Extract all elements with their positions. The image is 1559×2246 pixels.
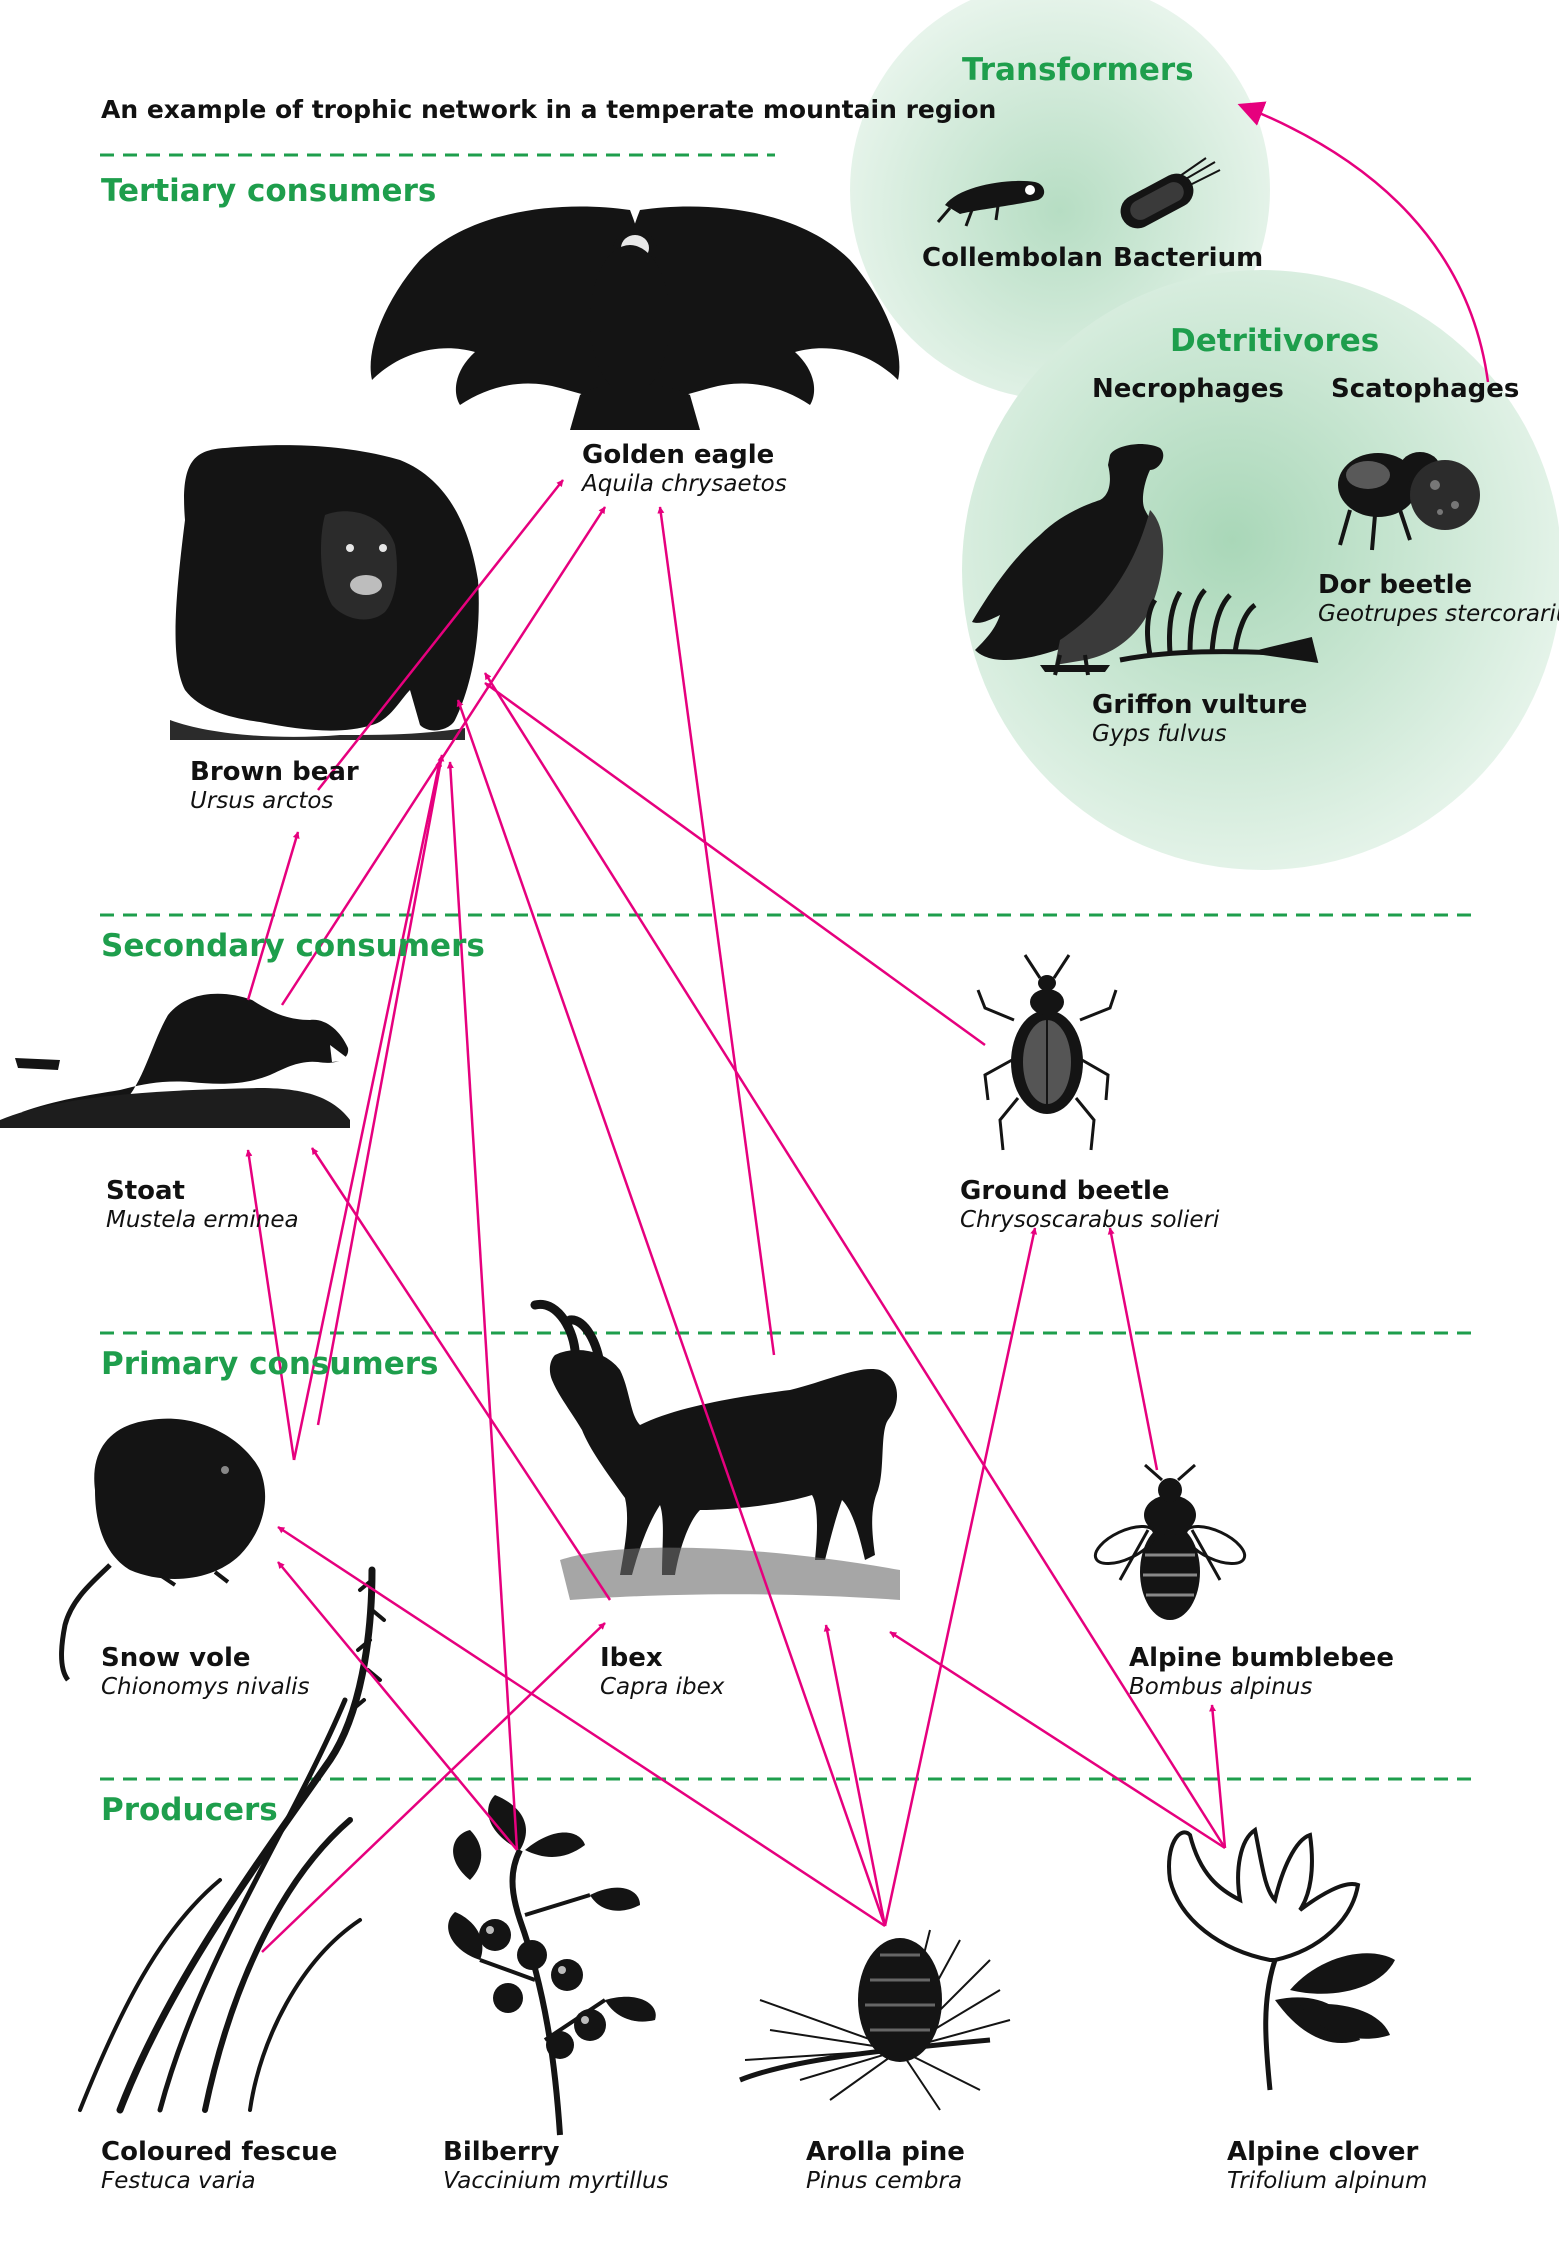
page-title: An example of trophic network in a tempe… [101,95,996,124]
arrow-bilberry-to-bear [450,762,517,1850]
arrow-ibex-to-eagle [660,507,774,1355]
species-sci-name: Chrysoscarabus solieri [960,1206,1219,1234]
species-name: Alpine clover [1227,2137,1427,2167]
species-name: Stoat [106,1176,299,1206]
species-sci-name: Ursus arctos [190,787,359,815]
species-sci-name: Pinus cembra [806,2167,965,2195]
ibex-label: Ibex Capra ibex [600,1643,724,1701]
species-sci-name: Trifolium alpinum [1227,2167,1427,2195]
golden-eagle-label: Golden eagle Aquila chrysaetos [582,440,787,498]
species-sci-name: Capra ibex [600,1673,724,1701]
clover-icon [1169,1830,1395,2090]
species-name: Snow vole [101,1643,310,1673]
snow-vole-label: Snow vole Chionomys nivalis [101,1643,310,1701]
species-name: Bilberry [443,2137,669,2167]
arrow-bumblebee-to-ground-beetle [1110,1228,1157,1470]
level-label-primary: Primary consumers [101,1346,438,1382]
stoat-label: Stoat Mustela erminea [106,1176,299,1234]
arrow-pine-to-bear [458,700,885,1926]
bilberry-icon [448,1795,656,2135]
necrophages-label: Necrophages [1092,374,1284,404]
species-sci-name: Gyps fulvus [1092,720,1307,748]
level-label-producers: Producers [101,1792,278,1828]
ground-beetle-icon [978,955,1116,1150]
level-label-secondary: Secondary consumers [101,928,485,964]
ibex-icon [535,1304,900,1600]
arrow-pine-to-ibex [826,1625,885,1926]
species-name: Ground beetle [960,1176,1219,1206]
arolla-pine-label: Arolla pine Pinus cembra [806,2137,965,2195]
transformers-title: Transformers [962,52,1194,88]
dor-beetle-label: Dor beetle Geotrupes stercorarius [1318,570,1559,628]
species-sci-name: Festuca varia [101,2167,337,2195]
eagle-icon [371,207,900,430]
ground-beetle-label: Ground beetle Chrysoscarabus solieri [960,1176,1219,1234]
brown-bear-label: Brown bear Ursus arctos [190,757,359,815]
species-sci-name: Geotrupes stercorarius [1318,600,1559,628]
species-name: Brown bear [190,757,359,787]
species-sci-name: Mustela erminea [106,1206,299,1234]
collembolan-label: Collembolan [922,243,1103,273]
alpine-clover-label: Alpine clover Trifolium alpinum [1227,2137,1427,2195]
arrow-clover-to-bumblebee [1212,1705,1225,1848]
vole-icon [62,1419,266,1680]
griffon-vulture-label: Griffon vulture Gyps fulvus [1092,690,1307,748]
species-sci-name: Chionomys nivalis [101,1673,310,1701]
alpine-bumblebee-label: Alpine bumblebee Bombus alpinus [1129,1643,1394,1701]
species-name: Dor beetle [1318,570,1559,600]
detritivores-title: Detritivores [1170,323,1379,359]
stoat-icon [0,994,350,1128]
species-sci-name: Aquila chrysaetos [582,470,787,498]
scatophages-label: Scatophages [1331,374,1519,404]
species-sci-name: Vaccinium myrtillus [443,2167,669,2195]
species-name: Griffon vulture [1092,690,1307,720]
bacterium-label: Bacterium [1113,243,1263,273]
bear-icon [170,445,479,740]
coloured-fescue-label: Coloured fescue Festuca varia [101,2137,337,2195]
species-sci-name: Bombus alpinus [1129,1673,1394,1701]
species-name: Alpine bumblebee [1129,1643,1394,1673]
arrow-clover-to-bear [485,673,1225,1848]
species-name: Coloured fescue [101,2137,337,2167]
species-name: Golden eagle [582,440,787,470]
level-label-tertiary: Tertiary consumers [101,173,436,209]
species-name: Ibex [600,1643,724,1673]
bilberry-label: Bilberry Vaccinium myrtillus [443,2137,669,2195]
pine-icon [740,1930,1010,2110]
species-name: Arolla pine [806,2137,965,2167]
bumblebee-icon [1090,1465,1250,1620]
